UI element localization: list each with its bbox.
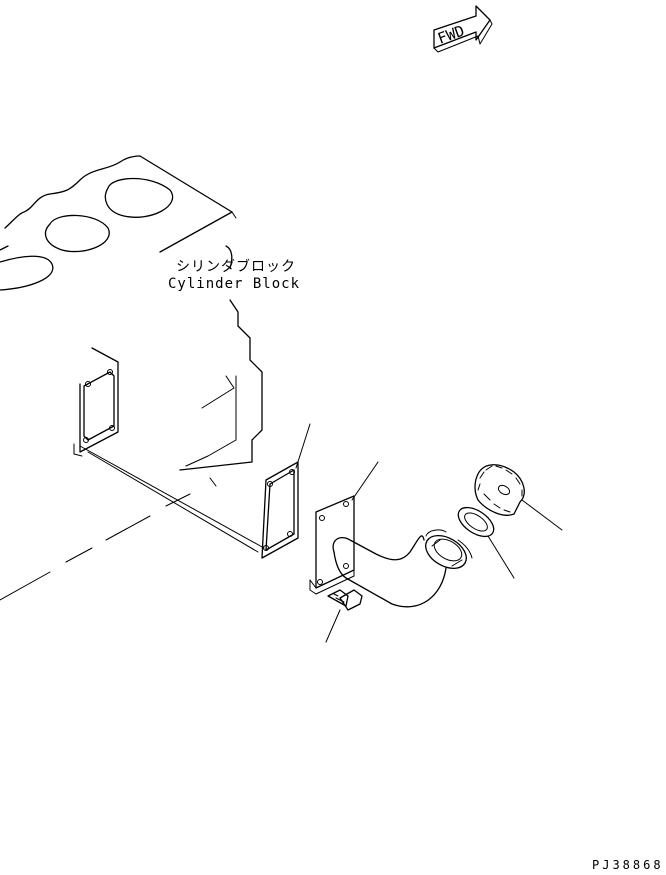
cylinder-block-label: シリンダブロック Cylinder Block (168, 258, 300, 292)
filler-cap (474, 464, 563, 531)
fwd-arrow: FWD (433, 5, 493, 53)
cylinder-block-label-jp: シリンダブロック (176, 258, 296, 275)
fwd-label: FWD (435, 22, 467, 48)
projection-line-lower (87, 451, 259, 553)
cylinder-block-label-en: Cylinder Block (168, 276, 300, 292)
bolt (325, 589, 363, 643)
seal-ring (457, 506, 515, 579)
projection-line-upper (79, 445, 265, 549)
cylinder-block (0, 155, 263, 601)
drawing-code: PJ38868 (592, 858, 664, 872)
oil-filler-tube (309, 461, 473, 608)
gasket (261, 423, 311, 559)
